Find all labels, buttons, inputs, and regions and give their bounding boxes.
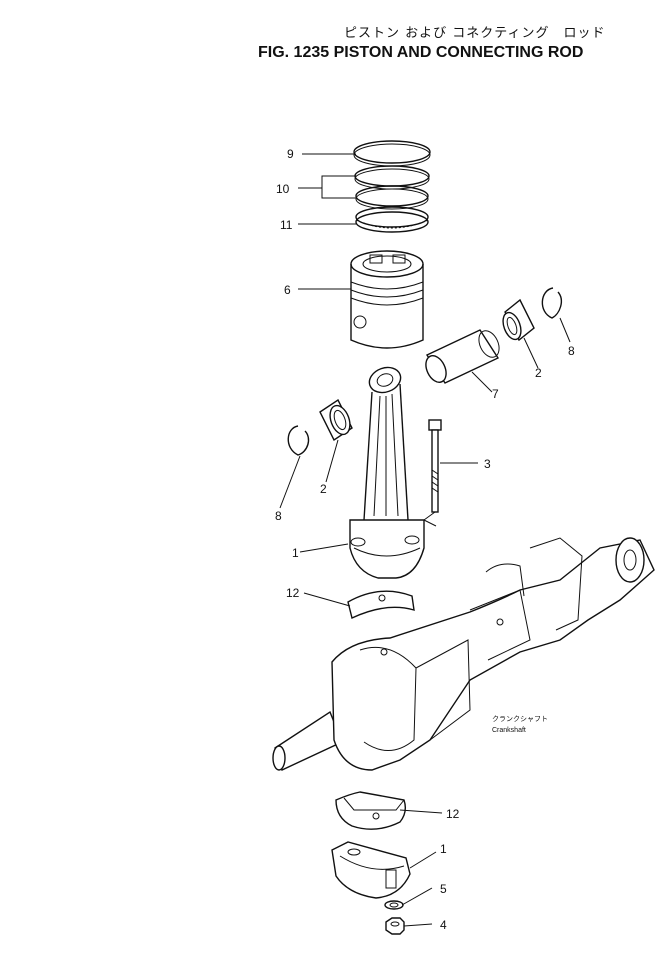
connecting-rod-cap-1[interactable] (331, 841, 411, 899)
callout-12-lower: 12 (446, 807, 460, 821)
callout-10: 10 (276, 182, 290, 196)
callout-9: 9 (287, 147, 294, 161)
callout-2-right: 2 (535, 366, 542, 380)
piston-6[interactable] (350, 250, 424, 349)
connecting-rod-1[interactable] (349, 363, 425, 579)
callout-7: 7 (492, 387, 499, 401)
bushing-2-left[interactable] (319, 398, 354, 442)
bearing-shell-12-lower[interactable] (335, 791, 407, 830)
oil-ring-11[interactable] (355, 206, 429, 233)
callout-8-left: 8 (275, 509, 282, 523)
callout-3: 3 (484, 457, 491, 471)
figure-title-japanese: ピストン および コネクティング ロッド (344, 26, 606, 41)
nut-4[interactable] (385, 917, 405, 935)
bearing-shell-12-upper[interactable] (347, 590, 415, 619)
callout-8-right: 8 (568, 344, 575, 358)
washer-5[interactable] (384, 900, 404, 910)
callout-5: 5 (440, 882, 447, 896)
callout-2-left: 2 (320, 482, 327, 496)
connecting-rod-bolt-3[interactable] (423, 419, 442, 527)
crankshaft[interactable] (272, 537, 655, 771)
leader-lines (279, 153, 571, 927)
callout-1-upper: 1 (292, 546, 299, 560)
piston-pin-7[interactable] (422, 328, 503, 386)
piston-ring-9[interactable] (353, 140, 431, 167)
figure-title: FIG. 1235 PISTON AND CONNECTING ROD (258, 44, 584, 61)
snap-ring-8-right[interactable] (541, 287, 562, 319)
callout-6: 6 (284, 283, 291, 297)
callout-4: 4 (440, 918, 447, 932)
piston-ring-10-b[interactable] (355, 185, 429, 210)
crankshaft-label-japanese: クランクシャフト (492, 715, 548, 723)
callout-1-lower: 1 (440, 842, 447, 856)
bushing-2-right[interactable] (500, 298, 535, 342)
callout-12-upper: 12 (286, 586, 300, 600)
callout-11: 11 (280, 218, 293, 232)
crankshaft-label: Crankshaft (492, 727, 526, 734)
snap-ring-8-left[interactable] (287, 425, 310, 456)
